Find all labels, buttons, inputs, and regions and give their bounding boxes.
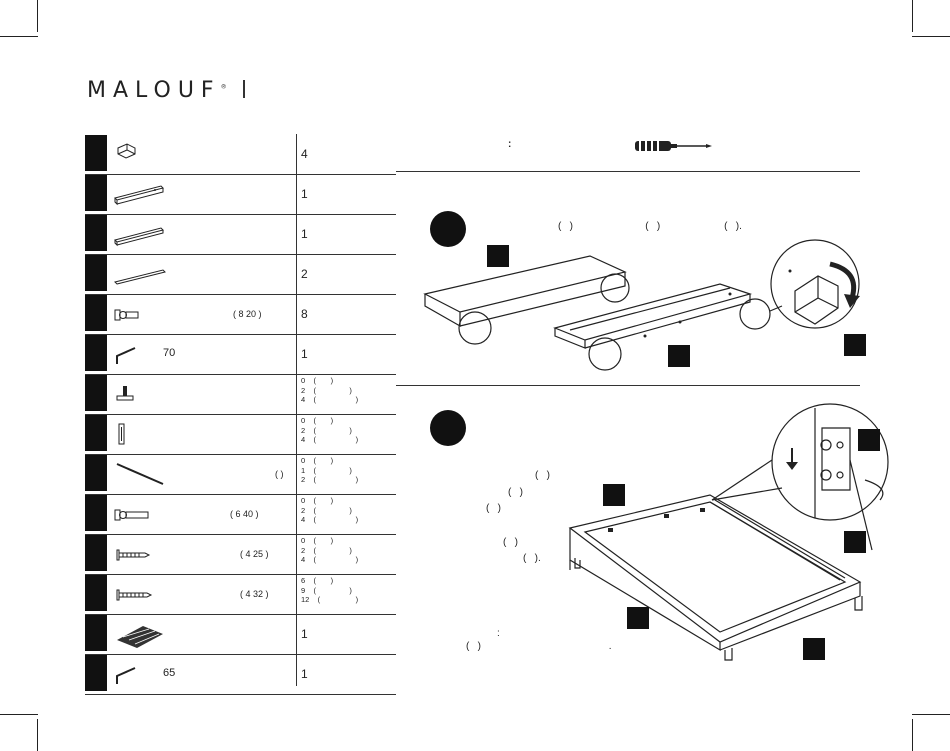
part-qty: 1 [301, 227, 308, 241]
step-2-illustration [568, 403, 889, 661]
part-name: 70 [163, 347, 176, 359]
tools-colon: : [508, 139, 512, 150]
part-row: ( 6 40 ) 0 ( ) 2 ( ) 4 ( ) [85, 494, 396, 535]
part-tab [85, 535, 107, 571]
section-line [396, 385, 860, 386]
part-tab [85, 335, 107, 371]
part-qty-options: 6 ( ) 9 ( ) 12 ( ) [301, 576, 359, 604]
screwdriver-icon [635, 141, 712, 151]
part-tab [85, 175, 107, 211]
part-qty: 8 [301, 307, 308, 321]
callout-2e [844, 531, 866, 553]
part-tab [85, 455, 107, 491]
part-tab [85, 655, 107, 691]
screw-icon [116, 549, 151, 561]
slat-roll-icon [117, 626, 163, 648]
step-1-text: ( ) ( ) ( ). [558, 221, 742, 232]
callout-2d [858, 429, 880, 451]
part-row: ( ) 0 ( ) 1 ( ) 2 ( ) [85, 454, 396, 495]
part-tab [85, 375, 107, 411]
part-tab [85, 215, 107, 251]
part-size: ( 4 32 ) [240, 589, 269, 599]
column-divider [296, 134, 297, 686]
callout-2c [803, 638, 825, 660]
step-2-line-2: ( ) [508, 487, 523, 498]
part-qty-options: 0 ( ) 2 ( ) 4 ( ) [301, 496, 359, 524]
part-size: ( 4 25 ) [240, 549, 269, 559]
part-qty: 1 [301, 667, 308, 681]
part-tab [85, 575, 107, 611]
side-rail-icon [114, 185, 164, 206]
part-qty-options: 0 ( ) 2 ( ) 4 ( ) [301, 376, 359, 404]
step-2-line-4: ( ) [503, 537, 518, 548]
part-qty: 1 [301, 187, 308, 201]
step-2-line-5: ( ). [523, 553, 541, 564]
part-qty: 2 [301, 267, 308, 281]
part-row: ( 8 20 ) 8 [85, 294, 396, 335]
slat-support-icon [114, 269, 166, 285]
brand-logo: MALOUF® [87, 78, 227, 103]
part-tab [85, 295, 107, 331]
part-row: 0 ( ) 2 ( ) 4 ( ) [85, 374, 396, 415]
part-name: 65 [163, 667, 176, 679]
part-tab [85, 495, 107, 531]
logo-divider [243, 80, 245, 98]
step-2-line-3: ( ) [486, 503, 501, 514]
long-bolt-icon [114, 509, 149, 521]
part-size: ( 8 20 ) [233, 309, 262, 319]
part-row: 1 [85, 214, 396, 255]
part-qty: 1 [301, 627, 308, 641]
callout-1b [668, 345, 690, 367]
part-row: 70 1 [85, 334, 396, 375]
part-qty-options: 0 ( ) 2 ( ) 4 ( ) [301, 536, 359, 564]
part-qty: 1 [301, 347, 308, 361]
part-qty-options: 0 ( ) 2 ( ) 4 ( ) [301, 416, 359, 444]
part-qty-options: 0 ( ) 1 ( ) 2 ( ) [301, 456, 359, 484]
allen-key-icon [116, 667, 136, 684]
part-row: 0 ( ) 2 ( ) 4 ( ) [85, 414, 396, 455]
allen-key-icon [116, 347, 136, 364]
part-row: 2 [85, 254, 396, 295]
part-tab [85, 415, 107, 451]
part-tab [85, 255, 107, 291]
callout-2a [603, 484, 625, 506]
header-line [396, 171, 860, 172]
step-2-note: ( ) . [466, 641, 612, 652]
callout-1a [487, 245, 509, 267]
end-rail-icon [114, 227, 164, 247]
part-qty: 4 [301, 147, 308, 161]
step-2-note-colon: : [497, 628, 500, 639]
part-row: 1 [85, 614, 396, 655]
corner-block-icon [117, 143, 136, 159]
step-2-line-1: ( ) [535, 470, 550, 481]
bracket-icon [118, 423, 125, 445]
long-rod-icon [116, 463, 164, 485]
part-tab [85, 615, 107, 651]
part-row: ( 4 32 ) 6 ( ) 9 ( ) 12 ( ) [85, 574, 396, 615]
part-row: 4 [85, 134, 396, 175]
callout-2b [627, 607, 649, 629]
part-row: 65 1 [85, 654, 396, 695]
callout-1c [844, 334, 866, 356]
bolt-icon [114, 309, 139, 321]
step-1-badge [430, 211, 466, 247]
leg-icon [116, 386, 134, 401]
step-1-illustration [423, 239, 860, 371]
step-2-badge [430, 410, 466, 446]
part-row: 1 [85, 174, 396, 215]
long-screw-icon [116, 589, 153, 601]
part-size: ( ) [275, 469, 284, 479]
part-row: ( 4 25 ) 0 ( ) 2 ( ) 4 ( ) [85, 534, 396, 575]
part-tab [85, 135, 107, 171]
part-size: ( 6 40 ) [230, 509, 259, 519]
